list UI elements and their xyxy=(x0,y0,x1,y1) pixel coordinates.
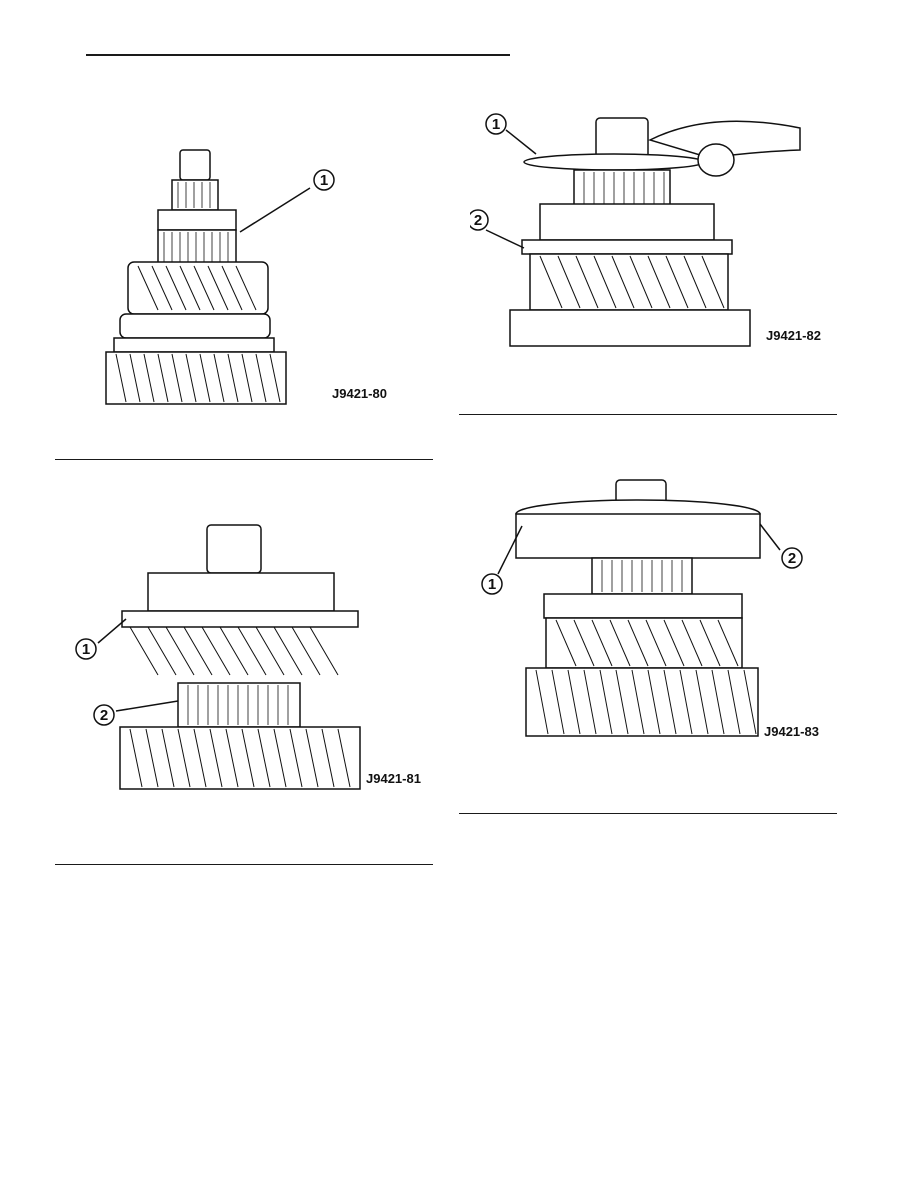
figure-j9421-82: 1 2 J9421-82 xyxy=(470,100,835,350)
divider-rule xyxy=(459,813,837,814)
callout-1: 1 xyxy=(240,170,334,232)
callout-2: 2 xyxy=(94,701,178,725)
svg-text:2: 2 xyxy=(474,212,482,229)
figure-j9421-83: 1 2 J9421-83 xyxy=(470,470,830,745)
svg-text:2: 2 xyxy=(788,550,796,567)
callout-1: 1 xyxy=(486,114,536,154)
svg-text:2: 2 xyxy=(100,707,108,724)
divider-rule xyxy=(459,414,837,415)
header-rule xyxy=(86,54,510,56)
divider-rule xyxy=(55,459,433,460)
figure-j9421-81: 1 2 J9421-81 xyxy=(70,515,430,795)
callout-2: 2 xyxy=(470,210,524,248)
figure-id: J9421-81 xyxy=(366,771,421,786)
callout-1: 1 xyxy=(76,619,126,659)
gear-shaft-illustration xyxy=(120,525,360,789)
figure-id: J9421-82 xyxy=(766,328,821,343)
svg-text:1: 1 xyxy=(320,172,328,189)
figure-j9421-80: 1 J9421-80 xyxy=(100,140,390,410)
gear-shaft-illustration xyxy=(510,118,800,346)
figure-id: J9421-83 xyxy=(764,724,819,739)
svg-text:1: 1 xyxy=(492,116,500,133)
svg-text:1: 1 xyxy=(82,641,90,658)
gear-shaft-illustration xyxy=(516,480,760,736)
figure-id: J9421-80 xyxy=(332,386,387,401)
divider-rule xyxy=(55,864,433,865)
svg-text:1: 1 xyxy=(488,576,496,593)
gear-shaft-illustration xyxy=(106,150,286,404)
callout-2: 2 xyxy=(760,524,802,568)
